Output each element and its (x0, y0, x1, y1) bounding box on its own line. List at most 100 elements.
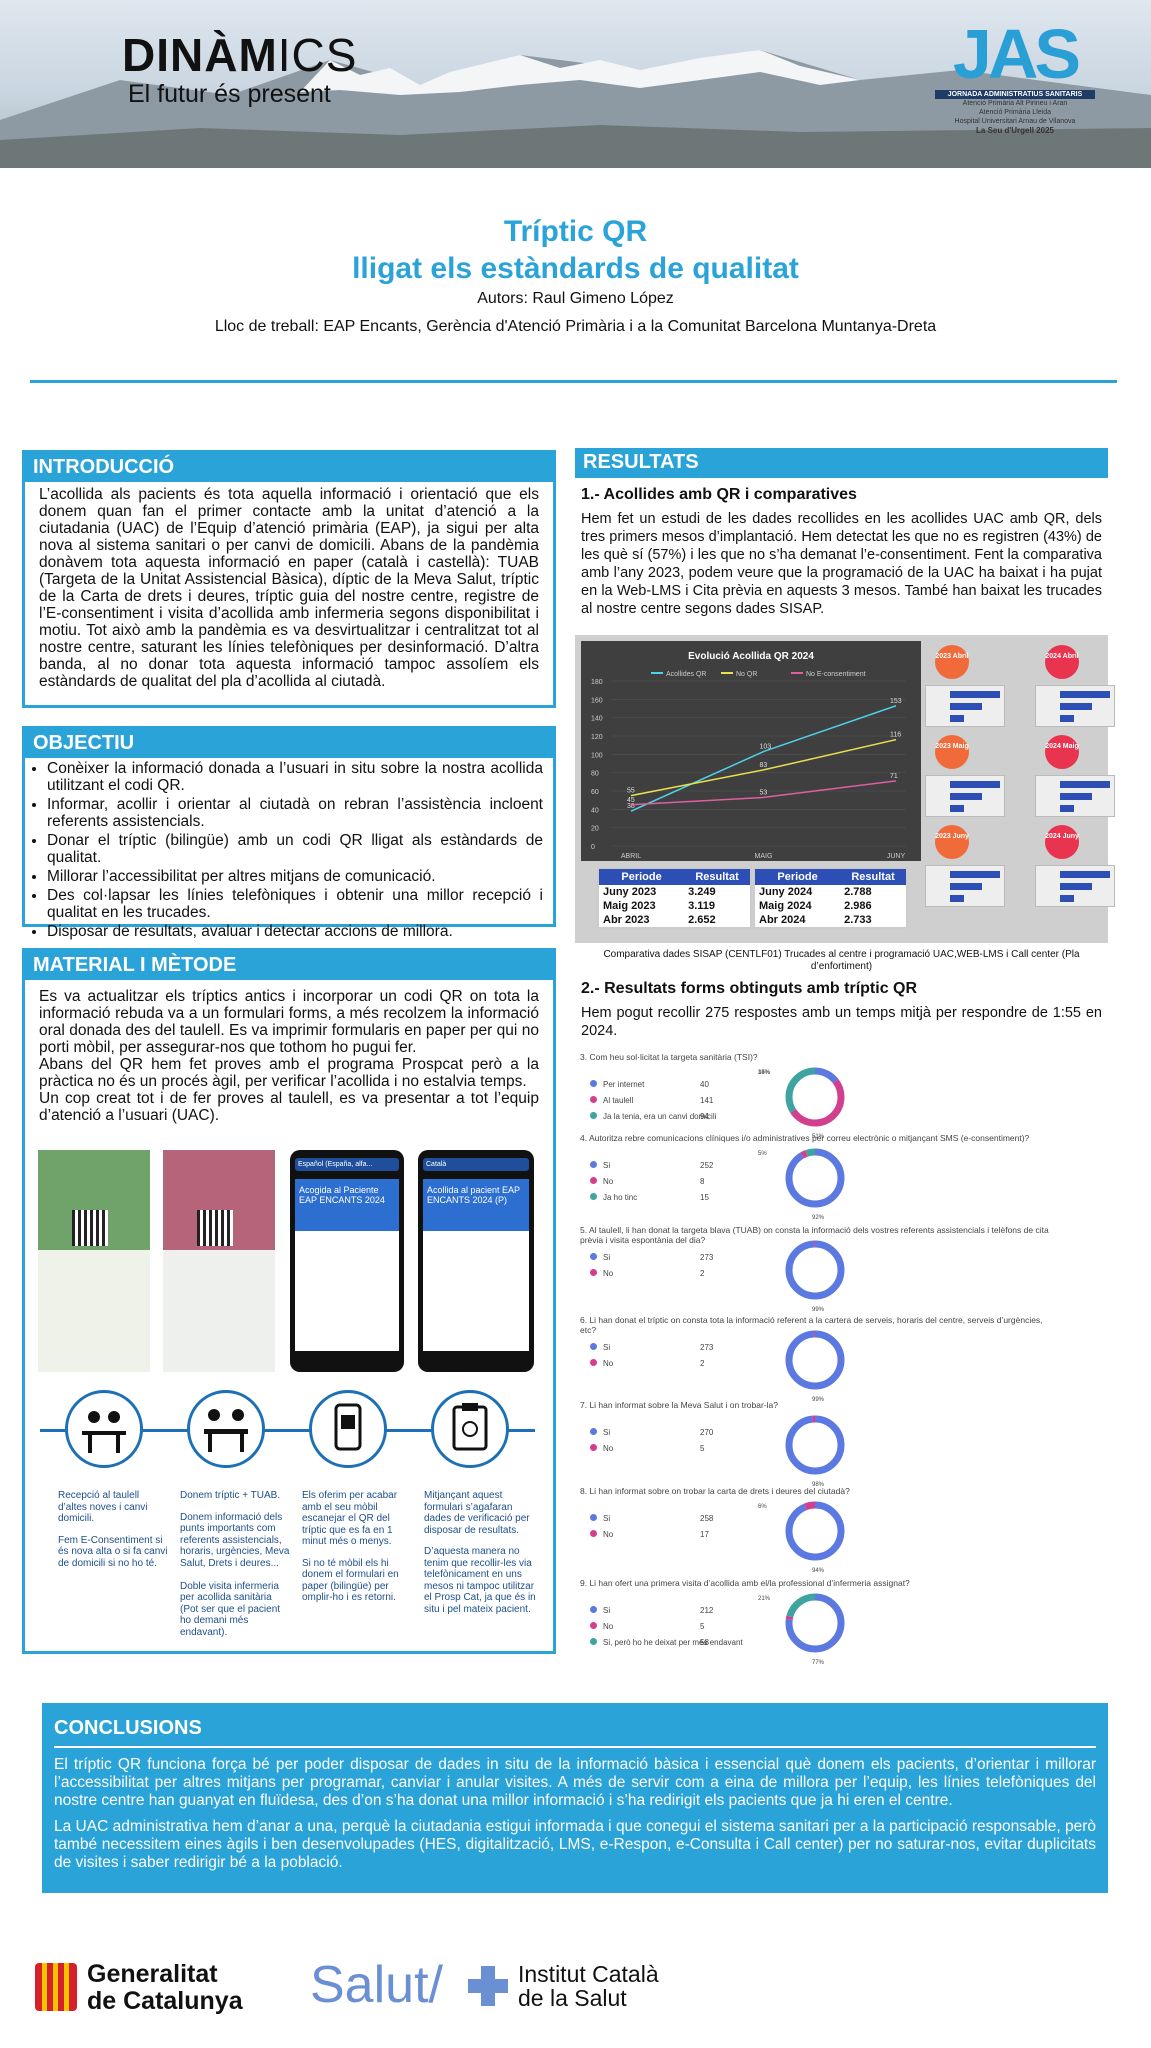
form-question: 9. Li han ofert una primera visita d’aco… (580, 1578, 1050, 1666)
data-label: 83 (760, 762, 768, 769)
y-tick-label: 120 (591, 734, 603, 741)
donut-slice (785, 1240, 845, 1300)
timeline-line (40, 1429, 535, 1432)
legend-label: Acollides QR (666, 671, 706, 678)
donut-percent-label: 92% (812, 1215, 825, 1221)
period-badge: 2024 Maig (1045, 735, 1079, 769)
divider (30, 380, 1117, 383)
objectiu-list: Conèixer la informació donada a l’usuari… (25, 758, 553, 940)
donut-slice (785, 1330, 845, 1390)
donut-chart (785, 1067, 845, 1127)
donut-slice (785, 1148, 845, 1208)
figure-caption: Comparativa dades SISAP (CENTLF01) Truca… (603, 949, 1080, 972)
conclusions-paragraph-2: La UAC administrativa hem d’anar a una, … (54, 1818, 1096, 1871)
form-question-text: 4. Autoritza rebre comunicacions clíniqu… (580, 1133, 1030, 1143)
table-cell: 2.733 (844, 914, 872, 926)
method-step: Mitjançant aquest formulari s’agafaran d… (424, 1490, 536, 1615)
table-row: Abr 2023 2.652 (599, 913, 750, 927)
results-subheading-1: 1.- Acollides amb QR i comparatives (581, 486, 857, 503)
x-tick-label: ABRIL (621, 853, 641, 860)
qr-code-icon (72, 1210, 108, 1246)
objectiu-item: Conèixer la informació donada a l’usuari… (47, 760, 543, 794)
form-question-text: 5. Al taulell, li han donat la targeta b… (580, 1225, 1049, 1245)
period-badge: 2023 Maig (935, 735, 969, 769)
results-paragraph-2: Hem pogut recollir 275 respostes amb un … (581, 1005, 1102, 1039)
x-tick-label: MAIG (755, 853, 773, 860)
table-cell: 2.652 (688, 914, 716, 926)
donut-percent-label: 6% (758, 1504, 767, 1510)
form-question: 3. Com heu sol·licitat la targeta sanità… (580, 1052, 1050, 1140)
data-label: 116 (890, 732, 901, 739)
table-header: Periode (755, 869, 841, 885)
form-question-text: 8. Li han informat sobre on trobar la ca… (580, 1486, 850, 1496)
results-section: RESULTATS 1.- Acollides amb QR i compara… (575, 448, 1108, 618)
results-part-2: 2.- Resultats forms obtinguts amb trípti… (575, 972, 1108, 1040)
donut-slice (785, 1330, 845, 1390)
form-question: 5. Al taulell, li han donat la targeta b… (580, 1225, 1050, 1313)
table-row: Abr 2024 2.733 (755, 913, 906, 927)
period-badge: 2023 Juny (935, 825, 969, 859)
donut-slice (785, 1067, 845, 1127)
y-tick-label: 40 (591, 807, 599, 814)
data-label: 38 (627, 803, 635, 810)
data-label: 53 (760, 789, 768, 796)
objectiu-item: Disposar de resultats, avaluar i detecta… (47, 923, 543, 940)
conclusions-paragraph-1: El tríptic QR funciona força bé per pode… (54, 1756, 1096, 1809)
y-tick-label: 0 (591, 844, 595, 851)
handover-icon (187, 1390, 265, 1468)
period-badge: 2024 Abril (1045, 645, 1079, 679)
data-label: 71 (890, 773, 898, 780)
mini-bar-panel (925, 775, 1005, 817)
table-cell: Abr 2023 (603, 914, 650, 926)
objectiu-section: OBJECTIU Conèixer la informació donada a… (22, 726, 556, 940)
y-tick-label: 60 (591, 789, 599, 796)
table-cell: Juny 2024 (759, 886, 813, 898)
donut-slice (785, 1415, 845, 1475)
chart-title: Evolució Acollida QR 2024 (688, 651, 814, 662)
donut-percent-label: 51% (812, 1134, 825, 1140)
dinamics-logo: DINÀMICS El futur és present (122, 29, 358, 108)
jas-logo: JAS JORNADA ADMINISTRATIUS SANITARIS Ate… (935, 18, 1095, 136)
donut-chart (785, 1330, 845, 1390)
intro-section: INTRODUCCIÓ L’acollida als pacients és t… (22, 450, 556, 708)
form-question: 8. Li han informat sobre on trobar la ca… (580, 1486, 1050, 1574)
form-question-text: 9. Li han ofert una primera visita d’aco… (580, 1578, 910, 1588)
poster-subtitle: lligat els estàndards de qualitat (352, 252, 799, 285)
donut-percent-label: 34% (758, 1070, 771, 1076)
period-badge: 2024 Juny (1045, 825, 1079, 859)
y-tick-label: 140 (591, 716, 603, 723)
table-cell: Abr 2024 (759, 914, 806, 926)
method-step: Donem tríptic + TUAB.Donem informació de… (180, 1490, 290, 1638)
mini-bar-panel (925, 865, 1005, 907)
form-question: 7. Li han informat sobre la Meva Salut i… (580, 1400, 1050, 1488)
objectiu-item: Millorar l’accessibilitat per altres mit… (47, 868, 543, 885)
donut-percent-label: 94% (812, 1568, 825, 1574)
donut-slice (785, 1148, 845, 1208)
intro-text: L’acollida als pacients és tota aquella … (39, 486, 539, 690)
donut-slice (785, 1593, 845, 1653)
y-tick-label: 80 (591, 771, 599, 778)
mountain-image (0, 50, 1151, 168)
table-cell: Maig 2023 (603, 900, 656, 912)
table-header: Periode (599, 869, 685, 885)
donut-slice (785, 1501, 845, 1561)
donut-chart (785, 1501, 845, 1561)
